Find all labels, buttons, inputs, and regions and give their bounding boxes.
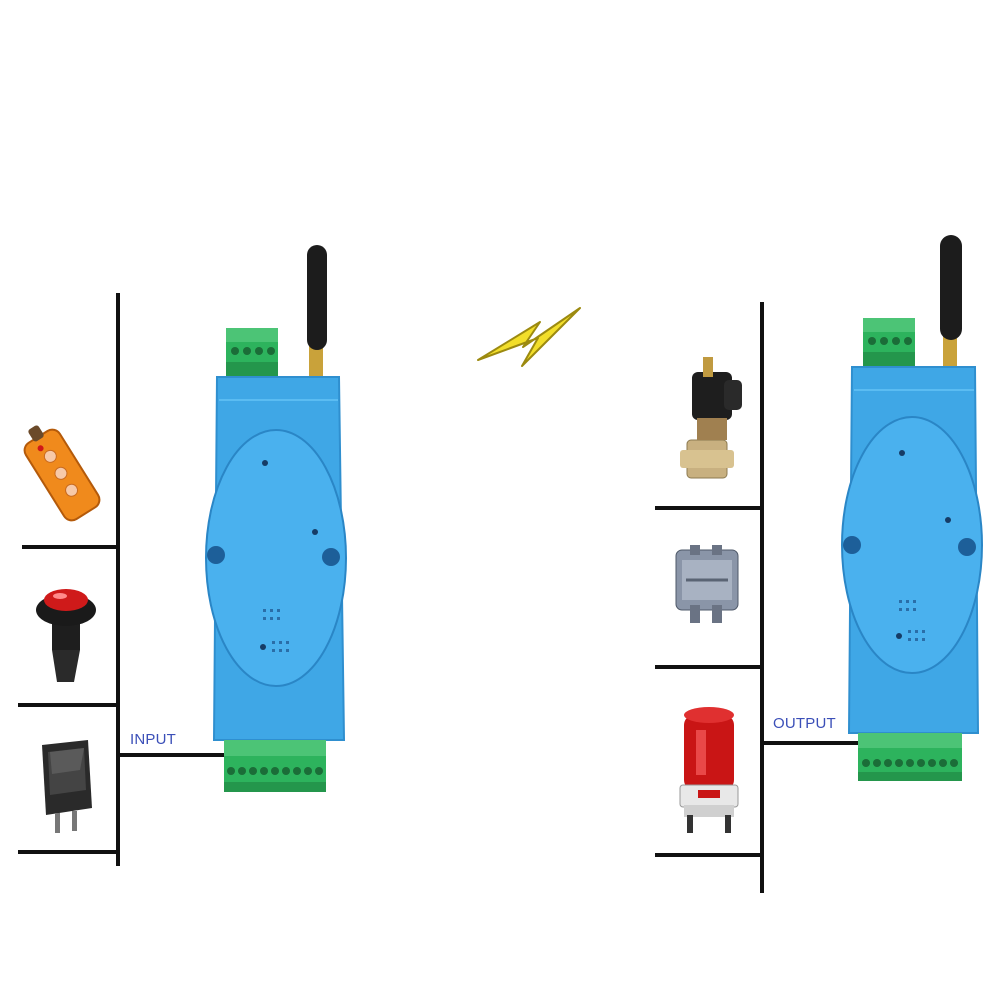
- input-label: INPUT: [130, 731, 176, 748]
- output-bus: [655, 302, 858, 893]
- rocker-switch-icon: [42, 740, 92, 833]
- receiver-module: [841, 235, 983, 781]
- bottom-terminal-block: [224, 740, 326, 792]
- top-terminal-block: [226, 328, 278, 376]
- antenna-icon: [940, 235, 962, 340]
- antenna-icon: [307, 245, 327, 350]
- input-bus: [18, 293, 226, 866]
- top-terminal-block: [863, 318, 915, 366]
- solenoid-valve-icon: [680, 357, 742, 479]
- bottom-terminal-block: [858, 733, 962, 781]
- output-label: OUTPUT: [773, 715, 836, 732]
- contactor-relay-icon: [675, 545, 739, 623]
- antenna-base-icon: [943, 333, 957, 368]
- red-rotating-beacon-icon: [679, 707, 739, 833]
- transmitter-module: [205, 245, 347, 792]
- lightning-bolt-icon: [477, 307, 581, 367]
- antenna-base-icon: [309, 345, 323, 380]
- red-push-button-icon: [36, 589, 96, 682]
- crane-pendant-control-icon: [23, 425, 101, 522]
